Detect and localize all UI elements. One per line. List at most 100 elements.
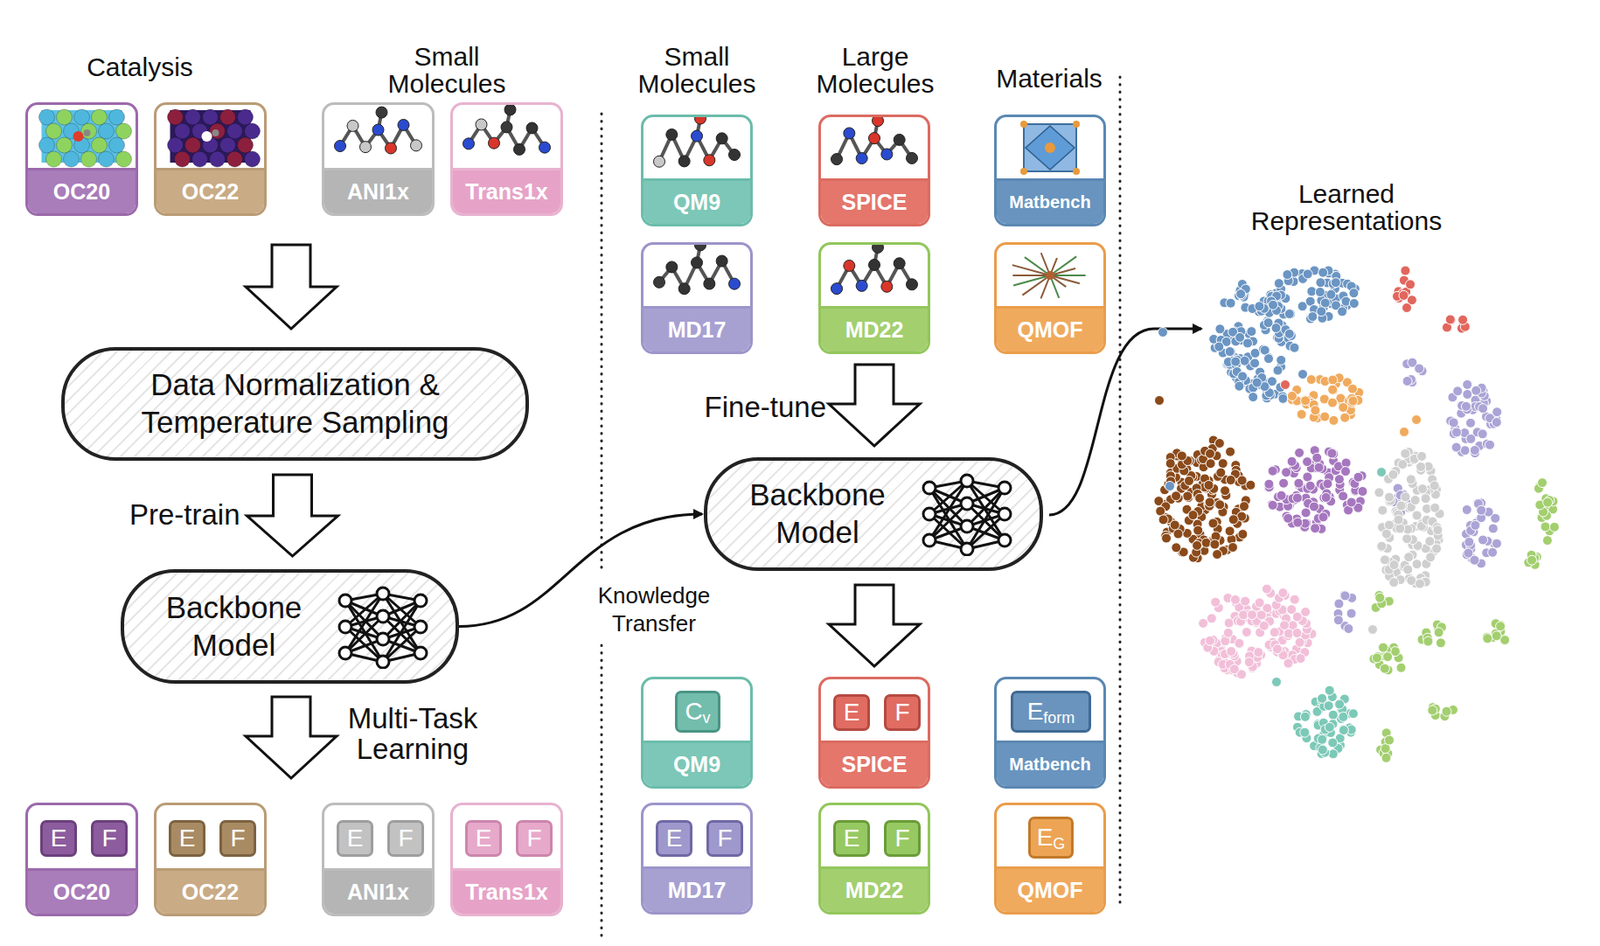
- atom: [167, 109, 184, 126]
- dataset-label: MD22: [820, 306, 928, 352]
- network-icon: [334, 584, 432, 669]
- tsne-point: [1296, 409, 1307, 419]
- tsne-point: [1461, 505, 1472, 515]
- atom: [729, 149, 741, 161]
- network-neuron: [923, 534, 936, 547]
- dataset-card: MD22: [818, 242, 931, 355]
- tsne-point: [1169, 520, 1180, 530]
- dataset-card: Trans1xEF: [450, 802, 564, 917]
- tsne-point: [1225, 446, 1236, 457]
- atom: [893, 133, 905, 146]
- tsne-point: [1165, 481, 1176, 492]
- atom: [869, 258, 881, 271]
- target-symbol: F: [229, 824, 245, 853]
- tsne-point: [1279, 478, 1289, 488]
- tsne-point: [1381, 752, 1392, 763]
- tsne-point: [1488, 547, 1498, 557]
- tsne-point: [1238, 610, 1249, 620]
- tsne-point: [1404, 552, 1414, 563]
- atom: [91, 109, 108, 126]
- tsne-point: [1158, 514, 1169, 525]
- dataset-card: QM9: [640, 114, 753, 227]
- target-box: E: [833, 820, 870, 857]
- tsne-point: [1451, 442, 1461, 453]
- atom: [539, 141, 551, 154]
- bond: [1013, 275, 1051, 286]
- tsne-point: [1460, 445, 1470, 456]
- network-neuron: [339, 646, 352, 660]
- dataset-label: OC22: [156, 167, 265, 214]
- tsne-point: [1248, 392, 1259, 403]
- tsne-point: [1309, 501, 1320, 512]
- atom: [1020, 167, 1028, 175]
- dataset-label: Trans1x: [452, 167, 561, 214]
- tsne-point: [1348, 709, 1358, 719]
- tsne-point: [1402, 534, 1413, 544]
- tsne-point: [1289, 342, 1300, 353]
- target-box: F: [219, 820, 257, 857]
- divider-line: [600, 645, 604, 940]
- crystal-cell: [1023, 124, 1077, 172]
- target-symbol: E: [843, 824, 861, 853]
- dataset-card: OC22: [153, 102, 267, 216]
- atom: [347, 119, 359, 132]
- tsne-point: [1348, 383, 1358, 394]
- process-text: Backbone Model: [732, 476, 904, 551]
- tsne-point: [1230, 594, 1240, 605]
- adsorbate: [73, 131, 84, 142]
- atom: [116, 151, 133, 167]
- tsne-point: [1293, 478, 1304, 488]
- target-box: EG: [1028, 816, 1074, 859]
- card-image-area: [996, 117, 1104, 179]
- atom: [678, 155, 690, 167]
- tsne-point: [1280, 380, 1291, 390]
- tsne-point: [1441, 706, 1452, 717]
- tsne-point: [1300, 727, 1310, 738]
- target-symbol: E: [1027, 697, 1044, 726]
- atom: [410, 139, 423, 152]
- network-neuron: [376, 587, 390, 600]
- dotted-dividers: [601, 76, 1120, 940]
- tsne-point: [1338, 403, 1349, 413]
- target-symbol: F: [716, 824, 732, 853]
- dataset-card: ANI1xEF: [321, 802, 435, 917]
- dataset-icon: [643, 244, 751, 307]
- atom: [843, 127, 856, 140]
- tsne-point: [1368, 625, 1378, 635]
- tsne-point: [1317, 693, 1328, 703]
- target-symbol: E: [179, 824, 196, 853]
- tsne-point: [1491, 538, 1502, 549]
- tsne-point: [1210, 597, 1221, 607]
- atom: [244, 123, 261, 140]
- tsne-point: [1282, 270, 1293, 280]
- tsne-point: [1433, 627, 1444, 638]
- tsne-point: [1330, 278, 1341, 288]
- tsne-point: [1435, 638, 1446, 648]
- tsne-point: [1462, 379, 1473, 390]
- dataset-label: QMOF: [996, 866, 1104, 912]
- tsne-point: [1267, 500, 1278, 510]
- tsne-point: [1306, 375, 1316, 385]
- tsne-point: [1357, 486, 1368, 497]
- tsne-point: [1466, 433, 1476, 444]
- tsne-point: [1234, 381, 1245, 391]
- tsne-point: [1231, 356, 1241, 367]
- tsne-point: [1328, 737, 1338, 748]
- tsne-point: [1283, 513, 1294, 523]
- tsne-point: [1273, 644, 1283, 654]
- tsne-point: [1445, 314, 1455, 325]
- target-symbol: F: [101, 824, 117, 853]
- tsne-point: [1405, 474, 1416, 485]
- tsne-point: [1246, 326, 1257, 337]
- target-symbol: E: [1036, 823, 1054, 852]
- dataset-label: ANI1x: [324, 167, 432, 214]
- atom: [653, 155, 666, 167]
- section-label: Learned Representations: [1228, 180, 1465, 236]
- tsne-point: [1240, 596, 1251, 606]
- section-label: Large Molecules: [800, 42, 950, 98]
- network-neuron: [376, 655, 390, 668]
- target-symbol: E: [843, 698, 861, 727]
- tsne-point: [1338, 724, 1349, 735]
- tsne-point: [1338, 491, 1349, 501]
- tsne-point: [1328, 709, 1338, 720]
